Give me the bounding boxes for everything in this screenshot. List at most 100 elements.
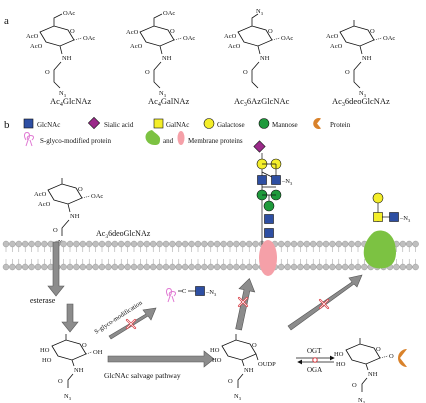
lipid-head bbox=[28, 263, 35, 271]
green-membrane-protein-icon bbox=[145, 130, 161, 145]
protein-pacman bbox=[398, 349, 407, 367]
lipid-head bbox=[393, 263, 400, 271]
lipid-head bbox=[226, 263, 234, 271]
uptake-arrow bbox=[47, 241, 65, 297]
glcnac-icon bbox=[257, 175, 267, 185]
lipid-head bbox=[188, 240, 195, 248]
ho-label: HO bbox=[40, 347, 50, 354]
glcnac-icon bbox=[264, 214, 274, 224]
lipid-head bbox=[130, 240, 138, 248]
lipid-head bbox=[105, 263, 112, 271]
compound-3-structure: N3 AcO AcO O OAc NH O bbox=[224, 8, 293, 89]
lipid-head bbox=[284, 263, 291, 271]
lipid-head bbox=[15, 240, 22, 248]
galnac-icon bbox=[373, 212, 383, 222]
lipid-head bbox=[34, 263, 42, 271]
lipid-head bbox=[412, 240, 419, 248]
lipid-head bbox=[322, 240, 330, 248]
oga-label: OGA bbox=[307, 366, 322, 374]
lipid-head bbox=[79, 240, 87, 248]
c3-label: AcO bbox=[30, 43, 43, 50]
ogt-label: OGT bbox=[307, 347, 322, 355]
lipid-head bbox=[169, 263, 176, 271]
lipid-head bbox=[149, 263, 157, 271]
green-membrane-protein bbox=[363, 230, 396, 269]
lipid-head bbox=[194, 240, 202, 248]
lipid-head bbox=[28, 240, 35, 248]
ogt-oga-equilibrium: OGT OGA bbox=[296, 347, 335, 374]
lipid-head bbox=[92, 263, 99, 271]
lipid-head bbox=[60, 240, 67, 248]
compound-2-structure: OAc AcO AcO O OAc NH O N3 bbox=[126, 10, 195, 98]
lipid-head bbox=[66, 263, 74, 271]
c3-label: AcO bbox=[228, 43, 241, 50]
ring-o: O bbox=[376, 346, 381, 353]
lipid-head bbox=[60, 263, 67, 271]
ring-o: O bbox=[82, 342, 87, 349]
lipid-head bbox=[361, 263, 368, 271]
glcnac-icon bbox=[271, 175, 281, 185]
c4-label: AcO bbox=[34, 191, 47, 198]
lipid-head bbox=[278, 240, 285, 248]
n3-label: N3 bbox=[359, 90, 367, 98]
lipid-head bbox=[335, 263, 342, 271]
azide-label: –N3 bbox=[399, 215, 411, 223]
n3-label: N3 bbox=[159, 90, 167, 98]
lipid-head bbox=[252, 263, 259, 271]
c1-label: OAc bbox=[383, 35, 395, 42]
lipid-head bbox=[213, 263, 221, 271]
lipid-head bbox=[98, 240, 106, 248]
legend-s-glyco-protein: S-glyco-modified protein bbox=[40, 137, 111, 145]
legend-galnac: GalNAc bbox=[166, 121, 189, 129]
lipid-head bbox=[194, 263, 202, 271]
lipid-head bbox=[181, 263, 189, 271]
lipid-head bbox=[2, 240, 10, 248]
nh-label: NH bbox=[260, 55, 270, 62]
compound-4-structure: AcO AcO O OAc NH O N3 bbox=[326, 20, 395, 98]
lipid-head bbox=[85, 240, 93, 248]
lipid-head bbox=[252, 240, 259, 248]
legend-membrane-proteins: Membrane proteins bbox=[188, 137, 243, 145]
lipid-head bbox=[73, 240, 80, 248]
ho-label: HO bbox=[210, 347, 220, 354]
lipid-head bbox=[303, 263, 310, 271]
carbonyl-o: O bbox=[45, 69, 50, 76]
compound-1-name: Ac4GlcNAz bbox=[50, 96, 91, 108]
legend-galactose: Galactose bbox=[217, 121, 245, 129]
c4-label: AcO bbox=[326, 33, 339, 40]
lipid-head bbox=[92, 240, 99, 248]
glcnac-icon bbox=[195, 286, 205, 296]
ho-label: HO bbox=[336, 361, 346, 368]
n3-label: N3 bbox=[59, 90, 67, 98]
carbonyl-o: O bbox=[228, 378, 233, 385]
nh-label: NH bbox=[74, 367, 84, 374]
lipid-head bbox=[220, 263, 227, 271]
ring-o: O bbox=[70, 28, 75, 35]
udp-sugar: HO HO O OUDP NH O N3 bbox=[210, 334, 276, 401]
lipid-head bbox=[15, 263, 22, 271]
lipid-head bbox=[175, 240, 183, 248]
c1-label: OAc bbox=[83, 35, 95, 42]
n3-label: N3 bbox=[64, 393, 72, 401]
lipid-head bbox=[117, 240, 125, 248]
galactose-icon bbox=[372, 192, 384, 204]
lipid-head bbox=[207, 263, 215, 271]
lipid-head bbox=[98, 263, 106, 271]
lipid-head bbox=[245, 263, 253, 271]
c3-label: AcO bbox=[130, 43, 143, 50]
ring-o: O bbox=[252, 342, 257, 349]
n3-label: N3 bbox=[234, 393, 242, 401]
galactose-circle-icon bbox=[203, 118, 215, 129]
s-glyco-ribbon-icon bbox=[24, 132, 34, 147]
lipid-head bbox=[175, 263, 183, 271]
lipid-head bbox=[412, 263, 419, 271]
ogt-marker-icon bbox=[312, 357, 318, 363]
c6-label: OAc bbox=[63, 10, 75, 17]
nh-label: NH bbox=[162, 55, 172, 62]
carbonyl-o: O bbox=[352, 382, 357, 389]
legend-and: and bbox=[163, 137, 174, 145]
oh-label: OH bbox=[93, 349, 103, 356]
carbonyl-o: O bbox=[345, 69, 350, 76]
lipid-head bbox=[201, 263, 208, 271]
lipid-head bbox=[162, 263, 170, 271]
